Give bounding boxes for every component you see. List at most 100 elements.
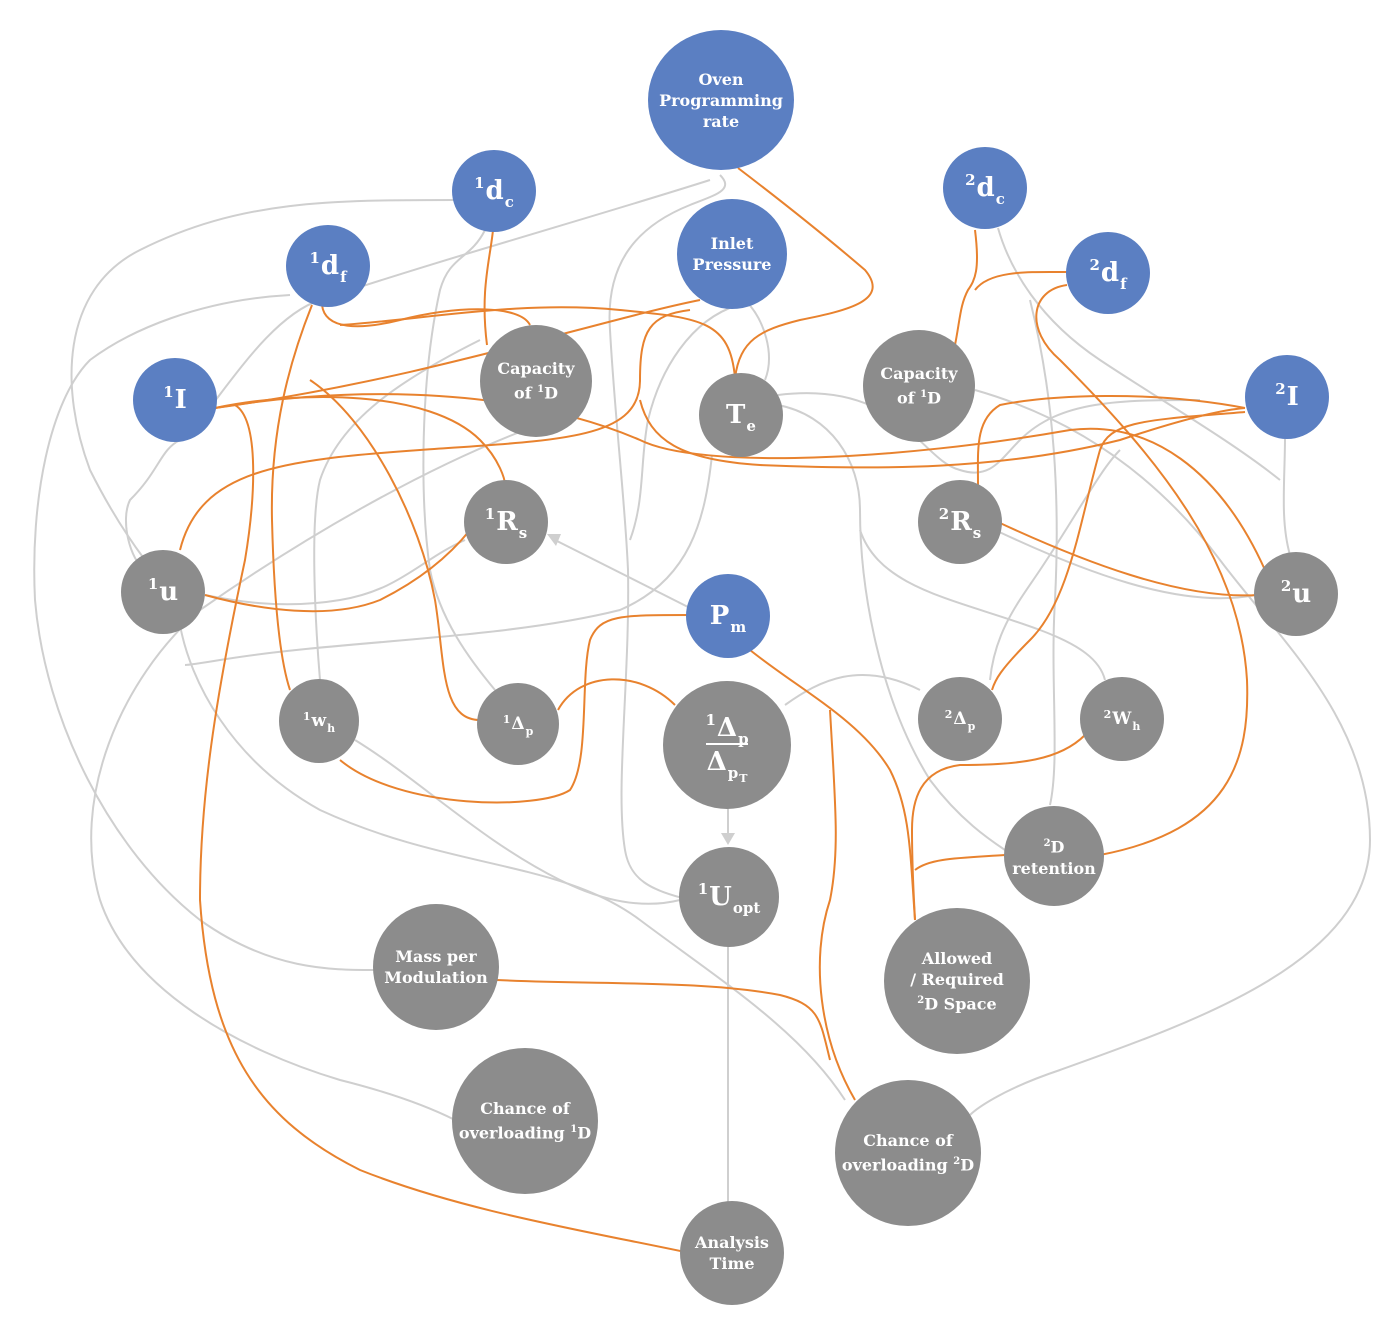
link-inlet-i1 [214, 299, 701, 409]
link-d2c-right [997, 227, 1281, 481]
overload1d-line2-pre: overloading [458, 1123, 571, 1143]
arrowhead-pm-r1s [547, 534, 561, 546]
d2f-sup: 2 [1089, 256, 1100, 274]
cap2-line1: Capacity [880, 364, 958, 384]
w1h-node: 1wh [279, 679, 359, 763]
d1f-sup: 1 [309, 249, 320, 267]
w2h-sup: 2 [1103, 707, 1112, 721]
overload2d-line2-post: D [960, 1155, 975, 1175]
u1-node: 1u [121, 550, 205, 634]
link-oven-to-u1 [124, 179, 711, 571]
ratio-den-sub: p [727, 764, 739, 782]
oven-rate-line2: Programming [659, 90, 783, 110]
link-u1-overload2d [179, 624, 846, 1101]
cap2-line2-pre: of [897, 388, 921, 408]
link-u1-r1s [204, 529, 471, 613]
te-sub: e [746, 417, 756, 435]
d1c-sub: c [504, 193, 514, 211]
dp1-base: Δ [511, 713, 525, 734]
link-mass-overload2d [496, 979, 831, 1061]
link-te-u1-bottom [184, 454, 713, 666]
ratio-num-sub: p [738, 730, 749, 748]
link-te-w2h-lower [859, 529, 1106, 681]
d2f-base: d [1100, 258, 1120, 288]
analysis-time-node: Analysis Time [680, 1201, 784, 1305]
cap1-line1: Capacity [497, 359, 575, 379]
pressure-ratio-node: 1Δp ΔpT [663, 681, 791, 809]
te-node: Te [699, 373, 783, 457]
d2c-sup: 2 [965, 171, 976, 189]
i2-node: 2I [1245, 355, 1329, 439]
retention-line1: D [1050, 837, 1065, 857]
ratio-den-subsub: T [739, 772, 748, 785]
d2f-node: 2df [1066, 232, 1150, 314]
ratio-num-sup: 1 [705, 711, 716, 729]
inlet-line2: Pressure [692, 255, 772, 274]
link-pm-overload2d [818, 709, 856, 1101]
r1s-sub: s [518, 524, 528, 542]
overload2d-line1: Chance of [863, 1131, 953, 1151]
capacity-1d-right-node: Capacity of 1D [863, 330, 975, 442]
d1f-sub: f [340, 268, 347, 286]
link-te-right [777, 404, 1006, 851]
d1c-node: 1dc [452, 150, 536, 232]
mass-line1: Mass per [395, 947, 477, 966]
ratio-num-base: Δ [716, 713, 738, 743]
allowed-2d-space-node: Allowed / Required 2D Space [884, 908, 1030, 1054]
cap2-line2-post: D [927, 388, 941, 408]
d1c-sup: 1 [474, 174, 485, 192]
overloading-1d-node: Chance of overloading 1D [452, 1048, 598, 1194]
retention-2d-node: 2D retention [1004, 806, 1104, 906]
link-d2c-down [1029, 299, 1058, 806]
link-cap2-overload2d [969, 389, 1372, 1116]
d1c-base: d [485, 176, 504, 206]
i1-base: I [174, 385, 187, 415]
overloading-2d-node: Chance of overloading 2D [835, 1080, 981, 1226]
link-i2-r2s [976, 395, 1246, 486]
r1s-node: 1Rs [464, 480, 548, 564]
cap1-line2-post: D [544, 383, 558, 403]
link-oven-te [734, 167, 874, 379]
overload1d-line1: Chance of [480, 1099, 570, 1119]
link-i2-u2 [1282, 436, 1291, 556]
w2h-node: 2Wh [1080, 677, 1164, 761]
link-inlet-u1 [179, 309, 691, 551]
link-w2h-allowed [910, 734, 1086, 921]
arrowhead-ratio-uopt [721, 833, 735, 845]
link-d1f-te [339, 306, 736, 379]
overload2d-sup: 2 [953, 1156, 961, 1168]
i2-base: I [1286, 382, 1299, 412]
link-w1h-up [313, 339, 481, 681]
u2-base: u [1292, 579, 1312, 609]
link-d2c-cap2 [954, 229, 978, 346]
i1-sup: 1 [163, 383, 174, 401]
pm-sub: m [730, 618, 747, 636]
r2s-sup: 2 [938, 505, 950, 523]
w1h-base: w [311, 710, 327, 731]
link-d1c-down [422, 229, 496, 691]
oven-rate-line3: rate [702, 111, 740, 131]
d2f-sub: f [1120, 275, 1127, 293]
overload1d-line2-post: D [577, 1123, 592, 1143]
u1opt-sub: opt [732, 899, 761, 917]
d2c-node: 2dc [943, 147, 1027, 229]
overload1d-sup: 1 [570, 1124, 578, 1136]
d2c-base: d [976, 173, 995, 203]
dp2-sub: p [967, 719, 976, 733]
w2h-base: W [1112, 708, 1132, 729]
oven-programming-rate-node: Oven Programming rate [648, 30, 794, 170]
allowed-line3-sup: 2 [917, 994, 925, 1006]
link-d1c-cap1 [483, 229, 494, 346]
allowed-line3: D Space [924, 994, 997, 1014]
dp2-base: Δ [953, 708, 967, 729]
link-retention-allowed [914, 854, 1006, 871]
r2s-sub: s [972, 524, 982, 542]
inlet-line1: Inlet [710, 234, 754, 253]
dp1-sub: p [525, 724, 534, 738]
d2c-sub: c [995, 190, 1005, 208]
link-ratio-dp2 [784, 674, 921, 706]
w2h-sub: h [1132, 719, 1141, 733]
link-pm-w1h [339, 614, 691, 804]
cap1-line2-sup: 1 [537, 384, 545, 396]
